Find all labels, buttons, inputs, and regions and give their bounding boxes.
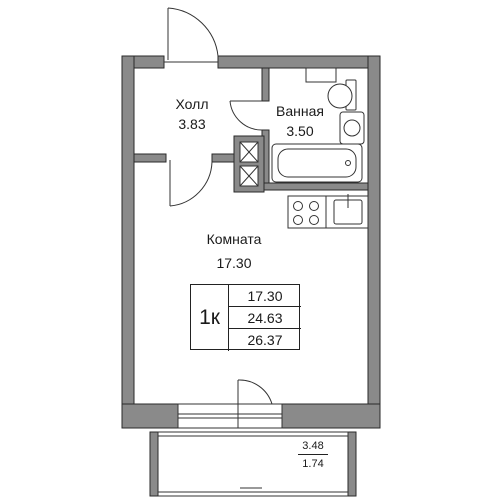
kitchen-unit	[287, 194, 369, 229]
entrance-door	[164, 7, 219, 63]
bathroom-name: Ванная	[276, 103, 324, 119]
apartment-type: 1к	[191, 285, 229, 351]
balcony-area-divider	[298, 454, 328, 455]
balcony	[149, 431, 357, 497]
hall-label: Холл 3.83	[168, 96, 216, 132]
balcony-area-reduced: 1.74	[302, 458, 324, 470]
living-room-area: 17.30	[216, 255, 252, 271]
living-room-name: Комната	[206, 231, 262, 247]
total-with-balcony-value: 26.37	[247, 332, 283, 348]
living-area-value: 17.30	[229, 285, 301, 307]
exterior-walls	[121, 55, 381, 429]
balcony-door	[177, 379, 283, 429]
ventilation-shaft	[233, 135, 265, 193]
hall-door	[169, 160, 213, 207]
living-room-label: Комната 17.30	[196, 231, 272, 271]
total-area-value: 24.63	[229, 307, 301, 329]
bathroom-fixtures	[271, 67, 365, 183]
area-summary-table: 1к 17.30 24.63 26.37	[190, 284, 301, 351]
hall-area: 3.83	[178, 116, 206, 132]
balcony-area: 3.48	[302, 440, 324, 452]
bathroom-door	[229, 100, 263, 131]
bathroom-label: Ванная 3.50	[268, 103, 332, 139]
bathroom-area: 3.50	[286, 123, 314, 139]
hall-name: Холл	[175, 96, 209, 112]
